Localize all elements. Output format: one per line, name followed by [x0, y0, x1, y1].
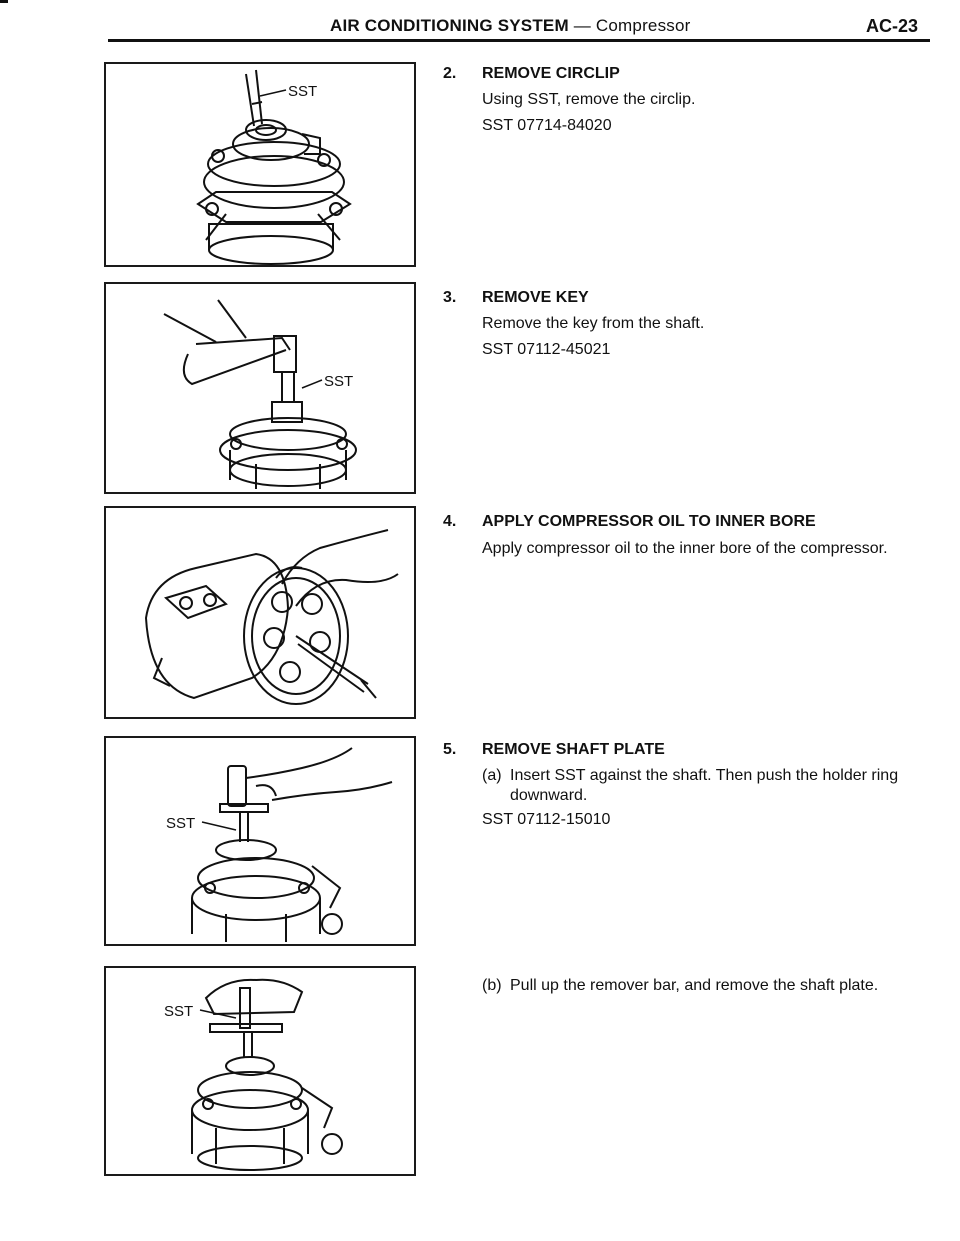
page-number: AC-23 — [865, 16, 918, 36]
step-number: 3. — [443, 289, 457, 306]
compressor-illustration-1: SST — [196, 69, 352, 265]
step-instruction: Apply compressor oil to the inner bore o… — [482, 540, 888, 557]
step-sst-number: SST 07112-15010 — [482, 811, 611, 828]
step-remove-circlip: 2. REMOVE CIRCLIP Using SST, remove the … — [443, 64, 933, 144]
step-heading: REMOVE KEY — [482, 289, 589, 306]
sst-leader-line — [301, 379, 323, 389]
figure-oil-application — [104, 506, 416, 719]
step-heading: APPLY COMPRESSOR OIL TO INNER BORE — [482, 513, 816, 530]
step-instruction: Remove the key from the shaft. — [482, 315, 705, 332]
sst-leader-line — [201, 821, 237, 831]
substep-b: (b) Pull up the remover bar, and remove … — [482, 976, 932, 998]
step-instruction: Using SST, remove the circlip. — [482, 91, 696, 108]
figure-key-removal: SST — [104, 282, 416, 494]
step-number: 5. — [443, 741, 457, 758]
step-sst-number: SST 07112-45021 — [482, 341, 611, 358]
step-remove-key: 3. REMOVE KEY Remove the key from the sh… — [443, 288, 933, 368]
sst-label: SST — [324, 373, 353, 390]
substep-sst: SST 07112-15010 — [482, 810, 932, 832]
step-apply-oil: 4. APPLY COMPRESSOR OIL TO INNER BORE Ap… — [443, 512, 933, 562]
page-header: AIR CONDITIONING SYSTEM — Compressor AC-… — [0, 0, 960, 44]
compressor-illustration-4: SST — [166, 747, 393, 942]
step-sst-number: SST 07714-84020 — [482, 117, 612, 134]
sst-leader-line — [199, 1009, 237, 1019]
corner-mark — [0, 0, 8, 3]
compressor-illustration-5: SST — [164, 978, 343, 1171]
sst-label: SST — [166, 815, 195, 832]
step-heading: REMOVE SHAFT PLATE — [482, 741, 665, 758]
figure-remover-bar: SST — [104, 966, 416, 1176]
header-title: AIR CONDITIONING SYSTEM — Compressor — [330, 16, 691, 36]
substep-a: (a) Insert SST against the shaft. Then p… — [482, 766, 932, 810]
header-dash: — — [573, 16, 591, 35]
figure-circlip-removal: SST — [104, 62, 416, 267]
substep-text: Pull up the remover bar, and remove the … — [510, 977, 879, 994]
substep-label: (a) — [482, 767, 502, 784]
header-rule — [108, 39, 930, 42]
substep-text: Insert SST against the shaft. Then push … — [510, 767, 899, 804]
sst-label: SST — [164, 1003, 193, 1020]
step-heading: REMOVE CIRCLIP — [482, 65, 620, 82]
sst-leader-line — [259, 89, 287, 97]
header-subsection: Compressor — [595, 16, 691, 35]
sst-label: SST — [288, 83, 317, 100]
figure-shaft-plate-push: SST — [104, 736, 416, 946]
step-number: 4. — [443, 513, 457, 530]
step-number: 2. — [443, 65, 457, 82]
compressor-illustration-2: SST — [163, 299, 357, 489]
substep-label: (b) — [482, 977, 502, 994]
header-section: AIR CONDITIONING SYSTEM — [330, 16, 569, 35]
compressor-illustration-3 — [144, 529, 399, 705]
step-remove-shaft-plate: 5. REMOVE SHAFT PLATE — [443, 740, 933, 770]
